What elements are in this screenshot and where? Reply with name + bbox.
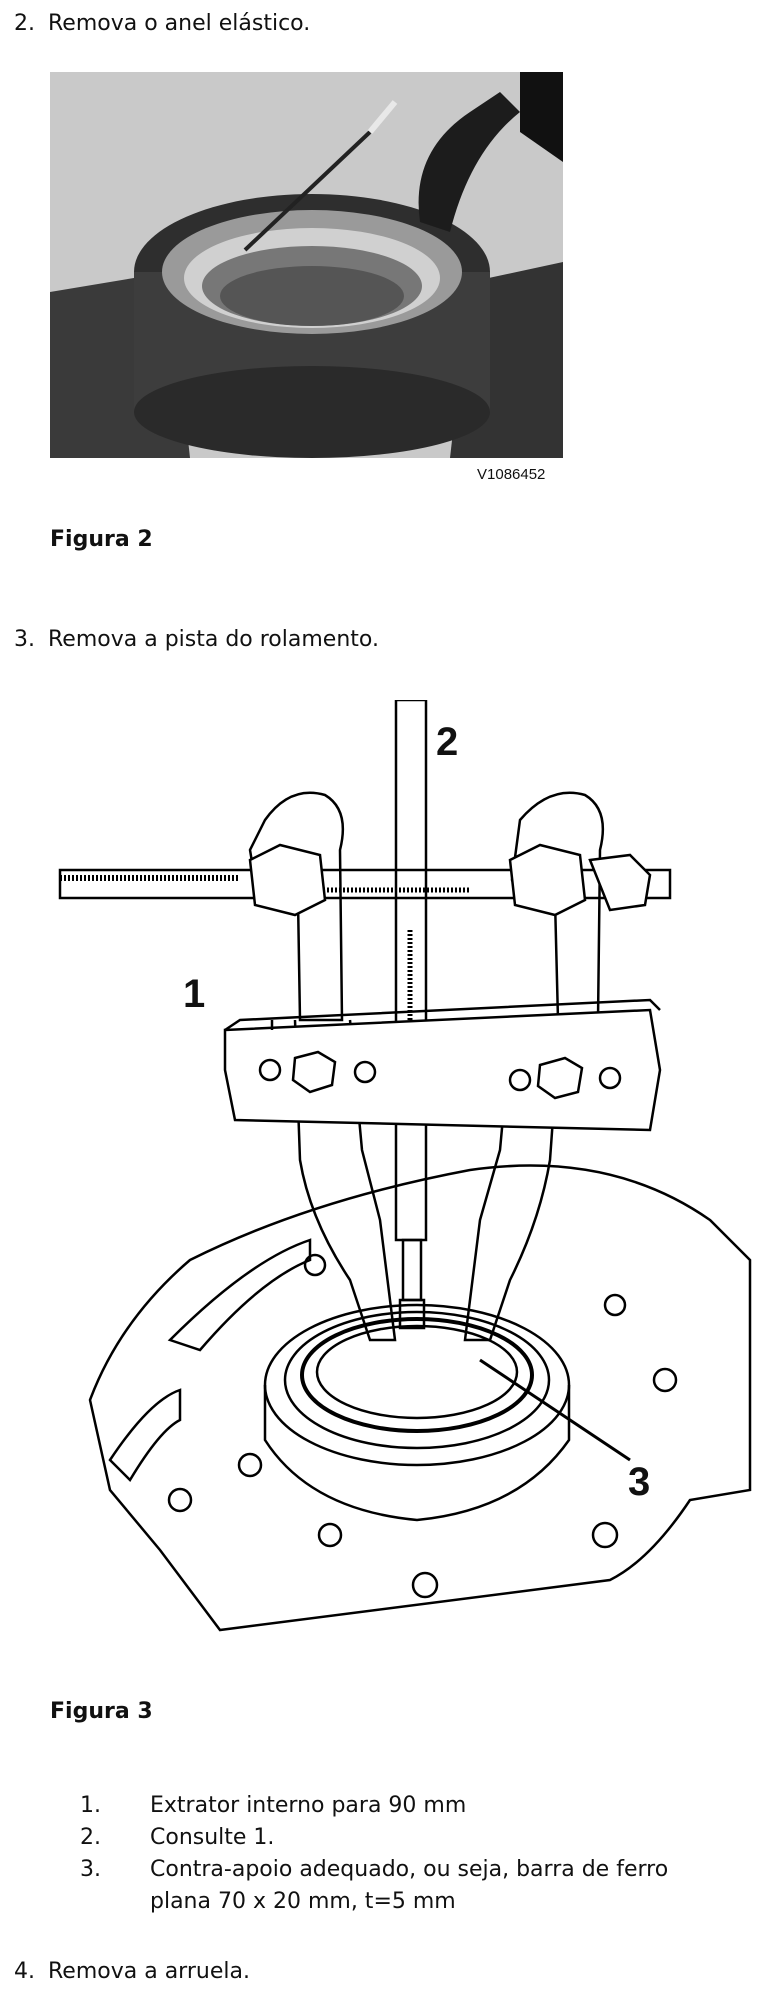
figure-3-drawing [58,700,752,1632]
step-2: 2. Remova o anel elástico. [0,10,310,38]
figure-2-caption: Figura 2 [50,527,153,552]
step-3-number: 3. [14,627,35,652]
callout-2: 2 [436,720,459,764]
figure-3-legend: 1. Extrator interno para 90 mm 2. Consul… [0,1790,762,1918]
cross-plate [223,1008,662,1132]
photo-code: V1086452 [477,466,546,483]
legend-item-number: 1. [80,1793,101,1818]
step-2-number: 2. [14,11,35,36]
legend-item-text: Consulte 1. [150,1825,275,1850]
legend-item-text: Extrator interno para 90 mm [150,1793,467,1818]
step-2-text: Remova o anel elástico. [48,11,311,36]
step-4-number: 4. [14,1959,35,1984]
snap-ring-photo-illustration [50,72,563,458]
figure-2-photo [50,72,563,458]
housing-outline [88,1164,752,1632]
legend-item: 3. Contra-apoio adequado, ou seja, barra… [0,1854,762,1918]
legend-item-number: 2. [80,1825,101,1850]
legend-item: 1. Extrator interno para 90 mm [0,1790,762,1822]
threaded-bar [58,868,672,900]
legend-item: 2. Consulte 1. [0,1822,762,1854]
step-4: 4. Remova a arruela. [0,1958,250,1986]
step-3: 3. Remova a pista do rolamento. [0,626,379,654]
legend-item-text: Contra-apoio adequado, ou seja, barra de… [150,1857,669,1914]
legend-item-number: 3. [80,1857,101,1882]
step-3-text: Remova a pista do rolamento. [48,627,379,652]
step-4-text: Remova a arruela. [48,1959,250,1984]
callout-3: 3 [628,1460,651,1504]
figure-3-caption: Figura 3 [50,1699,153,1724]
callout-1: 1 [183,972,206,1016]
